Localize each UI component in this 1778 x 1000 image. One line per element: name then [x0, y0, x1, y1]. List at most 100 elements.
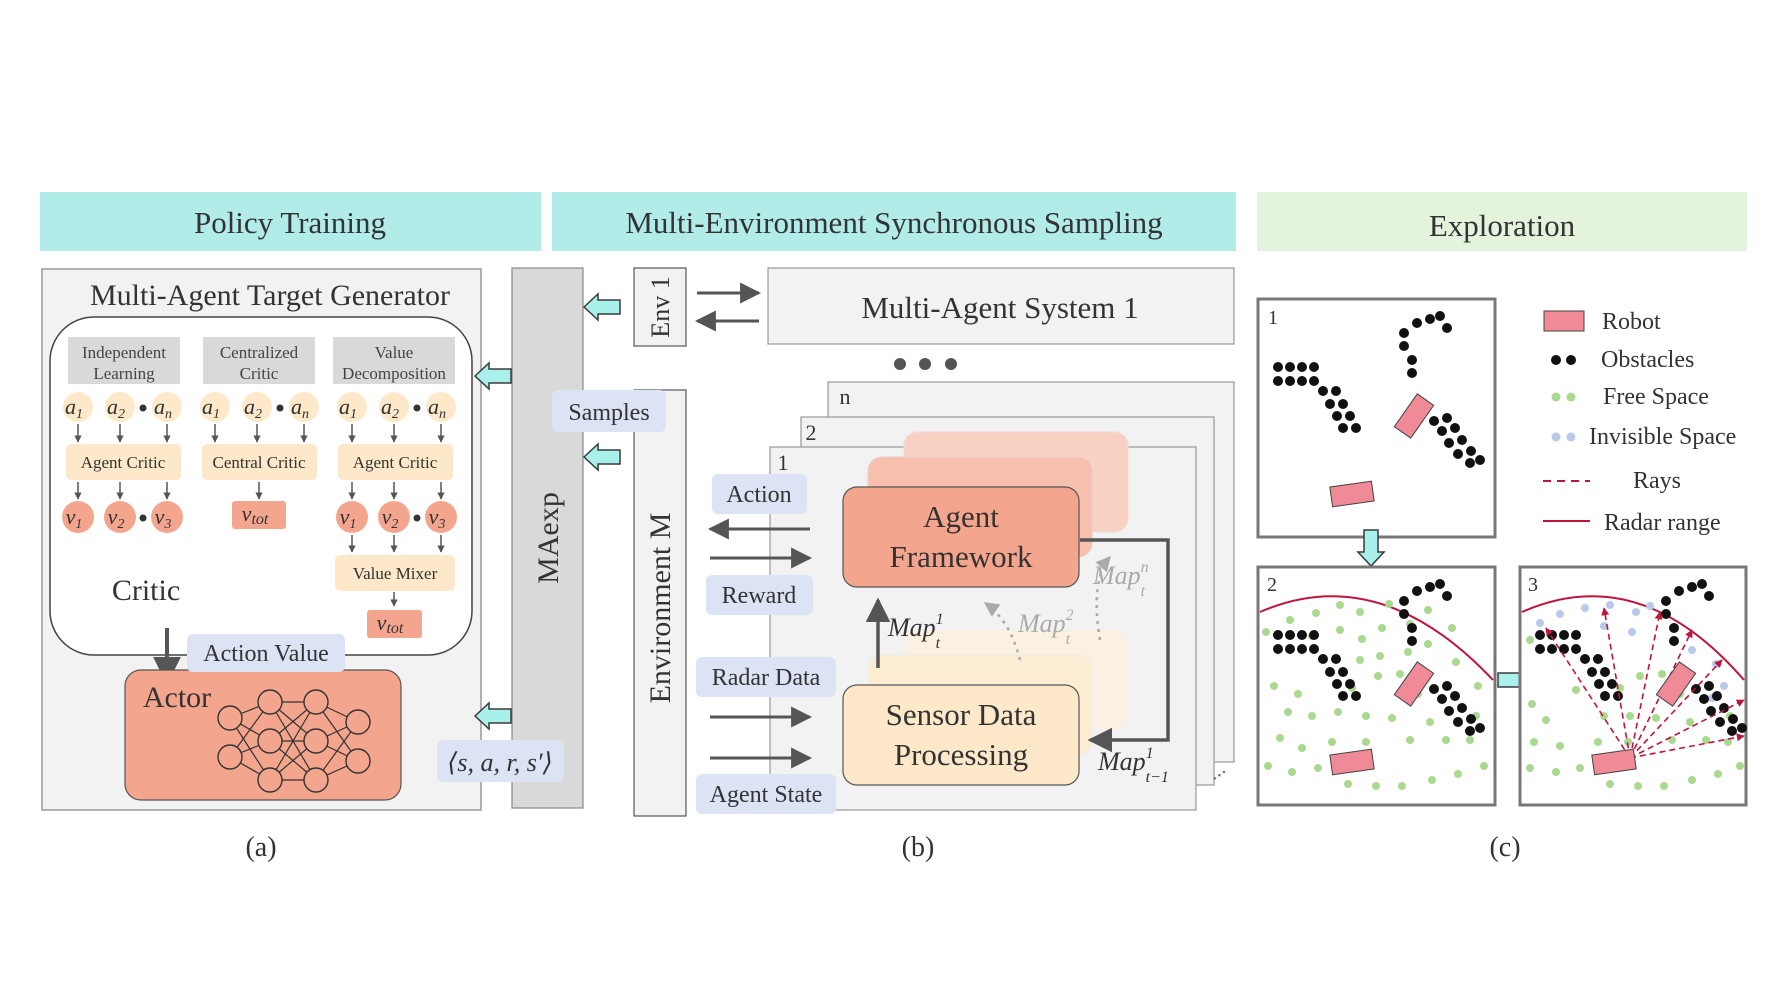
column-independent-learning-label1: Independent: [82, 343, 166, 362]
column-independent-learning: [68, 337, 180, 384]
exploration-legend: Robot Obstacles Free Space Invisible Spa…: [1543, 309, 1736, 536]
agent-framework-label-1: Agent: [923, 499, 999, 534]
central-critic-label: Central Critic: [212, 453, 305, 472]
sensor-processing-label-1: Sensor Data: [886, 697, 1037, 732]
agent-critic-label-2: Agent Critic: [353, 453, 438, 472]
vtot-box-central: [232, 501, 286, 529]
ellipsis-dot: [139, 514, 147, 522]
neural-network-icon: [217, 689, 371, 793]
layer-n-label: n: [840, 384, 851, 409]
value-row: v1 v2 v3 vtot v1 v2 v3: [62, 501, 457, 533]
ellipsis-dot: [139, 404, 147, 412]
value-to-mixer-arrows: [348, 535, 445, 607]
state-tag-label: Agent State: [710, 782, 823, 808]
panel-2-label: 2: [1267, 574, 1277, 596]
legend-robot-label: Robot: [1602, 309, 1661, 335]
nn-nodes: [217, 689, 371, 793]
agent-critic-box-2: [338, 444, 453, 480]
caption-a: (a): [245, 832, 276, 863]
ellipsis-dot: [413, 404, 421, 412]
legend-obstacles-label: Obstacles: [1601, 347, 1694, 373]
maexp-label: MAexp: [532, 492, 565, 584]
column-value-decomposition-label1: Value: [375, 343, 414, 362]
exploration-panel-1: [1256, 297, 1497, 539]
env1-label: Env 1: [646, 276, 675, 337]
column-independent-learning-label2: Learning: [93, 364, 155, 383]
legend-free-label: Free Space: [1603, 384, 1709, 410]
value-node: [378, 501, 410, 533]
panel-3-obstacles: [1535, 579, 1747, 736]
mas1-box: [767, 267, 1235, 345]
state-tag: [696, 774, 836, 814]
panel-1-obstacles: [1273, 311, 1485, 468]
action-node-label: a2: [381, 394, 399, 422]
header-exploration: [1257, 192, 1747, 251]
action-node-label: an: [428, 394, 446, 422]
value-mixer-box: [335, 555, 455, 591]
exploration-panel-2: [1256, 565, 1497, 807]
radar-tag: [696, 657, 836, 697]
value-node: [151, 501, 183, 533]
maexp-bar: [511, 267, 584, 809]
legend-invisible-dot: [1551, 432, 1561, 442]
target-generator-title: Multi-Agent Target Generator: [90, 279, 450, 312]
samples-label: Samples: [568, 400, 649, 426]
map-tn-dotted-arrow: [1095, 555, 1111, 641]
layer-2-label: 2: [806, 420, 817, 445]
action-tag-label: Action: [726, 482, 791, 508]
vtot-label-mixer: vtot: [377, 610, 404, 637]
action-node: [152, 392, 182, 422]
transition-tag: [437, 740, 564, 782]
central-critic-box: [202, 444, 317, 480]
action-node: [379, 392, 409, 422]
action-row: a1 a2 an a1 a2 an a1 a2 an: [63, 392, 456, 422]
panel-3-robot-a: [1655, 661, 1697, 707]
panel-2-robot-b: [1329, 748, 1375, 776]
column-centralized-critic: [203, 337, 315, 384]
envm-box: [633, 389, 687, 817]
action-node: [200, 392, 230, 422]
critic-to-value-arrows: [74, 482, 445, 500]
critic-label: Critic: [112, 574, 180, 607]
samples-tag: [552, 390, 666, 432]
column-centralized-critic-label1: Centralized: [220, 343, 299, 362]
sensor-processing-box: [842, 684, 1080, 786]
action-value-tag: [187, 634, 345, 672]
panel-3-rays: [1545, 607, 1745, 759]
header-sampling: [552, 192, 1236, 251]
reward-tag-label: Reward: [722, 583, 797, 609]
envm-to-maexp-arrow: [583, 443, 621, 471]
column-value-decomposition: [333, 337, 455, 384]
panel-1-robot-b: [1329, 480, 1375, 508]
legend-radar-label: Radar range: [1604, 510, 1721, 536]
legend-invisible-label: Invisible Space: [1589, 424, 1736, 450]
agent-framework-box: [842, 486, 1080, 588]
action-node-label: a1: [339, 394, 357, 422]
value-node-label: v2: [108, 504, 125, 532]
actor-label: Actor: [143, 681, 211, 714]
legend-obstacle-dot: [1566, 355, 1576, 365]
header-policy-training: [40, 192, 541, 251]
value-node: [336, 501, 368, 533]
layer-1-label: 1: [778, 450, 789, 475]
panel-2-robot-a: [1393, 661, 1435, 707]
legend-free-dot: [1566, 392, 1576, 402]
action-value-label: Action Value: [203, 641, 329, 667]
action-node: [337, 392, 367, 422]
legend-robot-swatch: [1543, 310, 1585, 332]
value-node-label: v2: [382, 504, 399, 532]
radar-tag-label: Radar Data: [712, 665, 821, 691]
panel-1-robot-a: [1393, 393, 1435, 439]
action-node: [63, 392, 93, 422]
envm-label: Environment M: [644, 513, 677, 704]
panel-3-radar-range: [1521, 595, 1745, 681]
value-node-label: v1: [66, 504, 83, 532]
header-policy-training-label: Policy Training: [194, 205, 386, 240]
action-node: [105, 392, 135, 422]
action-node-label: a1: [202, 394, 220, 422]
vtot-box-mixer: [367, 610, 422, 638]
env1-box: [633, 267, 687, 347]
